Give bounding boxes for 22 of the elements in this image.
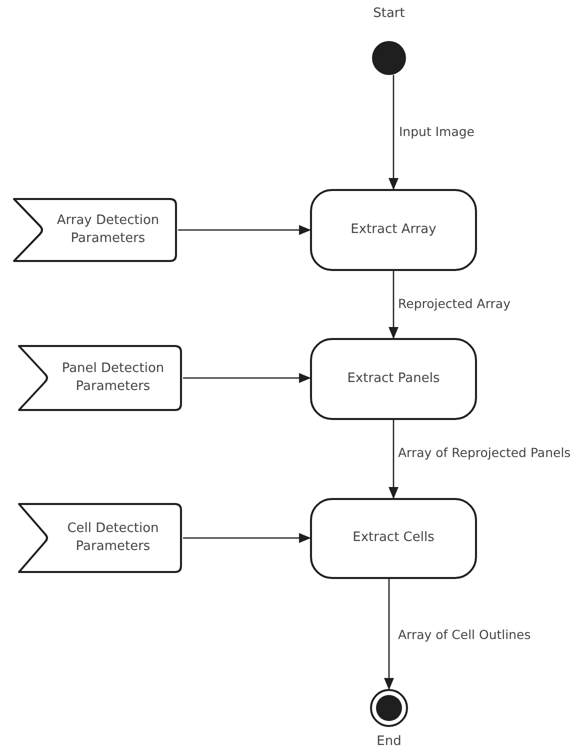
edge-label: Array of Cell Outlines — [397, 627, 532, 642]
node-label: Panel Detection Parameters — [60, 360, 166, 396]
arrow — [183, 533, 311, 543]
arrow — [388, 271, 398, 339]
edge-label: Array of Reprojected Panels — [397, 445, 572, 460]
action-box — [310, 189, 477, 271]
arrow — [178, 225, 311, 235]
arrow — [388, 75, 398, 190]
action-box — [310, 338, 477, 420]
node-caption: End — [376, 732, 402, 751]
node-label: Cell Detection Parameters — [66, 520, 160, 556]
edge-label: Input Image — [398, 124, 476, 139]
arrow — [384, 579, 394, 690]
node-label: Extract Array — [350, 220, 436, 239]
node-caption: Start — [373, 5, 405, 23]
arrow — [388, 420, 398, 499]
node-label: Extract Cells — [352, 529, 434, 548]
node-label: Array Detection Parameters — [56, 212, 160, 248]
edge-label: Reprojected Array — [397, 296, 512, 311]
arrow — [183, 373, 311, 383]
node-label: Extract Panels — [347, 370, 440, 388]
action-box — [310, 498, 477, 579]
